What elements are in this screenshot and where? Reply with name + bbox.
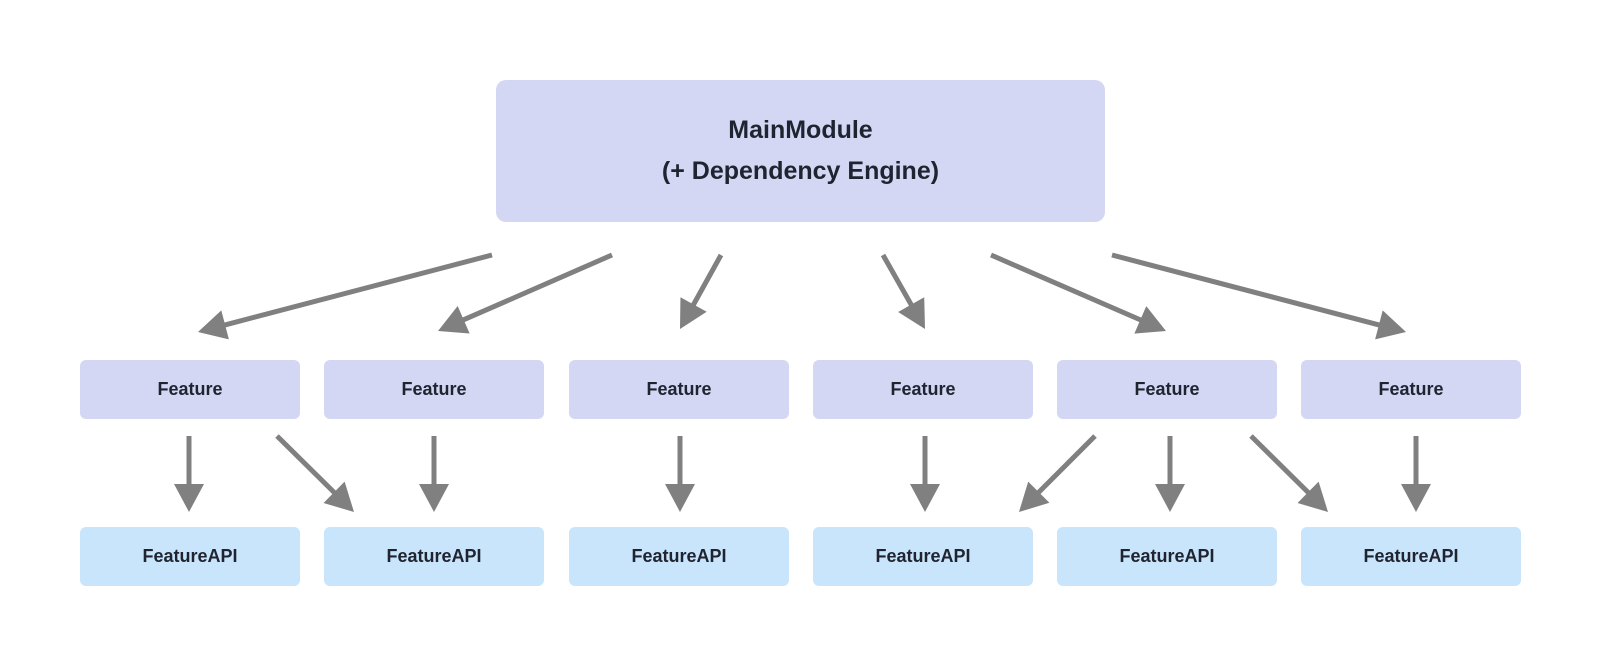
feature-api-node-2: FeatureAPI — [324, 527, 544, 586]
feature-api-label: FeatureAPI — [142, 546, 238, 566]
arrow-main-to-feature-5 — [990, 252, 1166, 334]
arrow-feature-5-to-api-4 — [1019, 434, 1097, 512]
arrow-main-to-feature-4 — [880, 253, 925, 329]
arrow-feature-4-to-api-4 — [910, 436, 940, 512]
feature-api-node-6: FeatureAPI — [1301, 527, 1521, 586]
feature-api-node-5: FeatureAPI — [1057, 527, 1277, 586]
arrowhead — [665, 484, 695, 512]
arrowhead — [1297, 481, 1328, 512]
arrow-shaft — [990, 252, 1144, 323]
arrow-main-to-feature-1 — [198, 252, 493, 340]
feature-label: Feature — [401, 379, 467, 399]
arrowhead — [174, 484, 204, 512]
main-module-subtitle: (+ Dependency Engine) — [661, 157, 940, 185]
feature-label: Feature — [1134, 379, 1200, 399]
feature-api-label: FeatureAPI — [1363, 546, 1459, 566]
arrow-main-to-feature-6 — [1111, 252, 1406, 340]
arrow-shaft — [222, 252, 493, 328]
arrow-feature-5-to-api-6 — [1249, 434, 1328, 512]
arrowhead — [1019, 481, 1050, 512]
arrowhead — [1375, 310, 1406, 340]
arrowhead — [323, 481, 354, 512]
arrowhead — [1134, 306, 1166, 334]
arrowhead — [680, 297, 707, 329]
feature-node-5: Feature — [1057, 360, 1277, 419]
main-module-node: MainModule (+ Dependency Engine) — [496, 80, 1105, 222]
feature-api-node-1: FeatureAPI — [80, 527, 300, 586]
feature-node-6: Feature — [1301, 360, 1521, 419]
arrow-feature-5-to-api-5 — [1155, 436, 1185, 512]
feature-api-node-3: FeatureAPI — [569, 527, 789, 586]
arrowhead — [898, 297, 925, 329]
arrowhead — [1155, 484, 1185, 512]
arrow-shaft — [880, 253, 915, 308]
feature-api-node-4: FeatureAPI — [813, 527, 1033, 586]
feature-node-2: Feature — [324, 360, 544, 419]
arrow-feature-2-to-api-2 — [419, 436, 449, 512]
feature-node-3: Feature — [569, 360, 789, 419]
feature-label: Feature — [646, 379, 712, 399]
arrow-shaft — [1111, 252, 1382, 328]
arrowhead — [438, 306, 470, 334]
feature-api-label: FeatureAPI — [386, 546, 482, 566]
arrow-main-to-feature-3 — [680, 253, 724, 329]
arrow-feature-3-to-api-3 — [665, 436, 695, 512]
feature-label: Feature — [1378, 379, 1444, 399]
arrow-main-to-feature-2 — [438, 252, 614, 334]
main-module-title: MainModule — [728, 116, 873, 144]
arrow-shaft — [275, 434, 338, 496]
arrow-shaft — [1249, 434, 1312, 496]
feature-label: Feature — [157, 379, 223, 399]
arrowhead — [1401, 484, 1431, 512]
arrowhead — [198, 310, 229, 340]
arrowhead — [910, 484, 940, 512]
arrow-shaft — [460, 252, 614, 323]
feature-api-label: FeatureAPI — [875, 546, 971, 566]
feature-api-label: FeatureAPI — [631, 546, 727, 566]
feature-api-label: FeatureAPI — [1119, 546, 1215, 566]
feature-node-1: Feature — [80, 360, 300, 419]
feature-node-4: Feature — [813, 360, 1033, 419]
arrow-feature-6-to-api-6 — [1401, 436, 1431, 512]
arrow-feature-1-to-api-2 — [275, 434, 354, 512]
arrowhead — [419, 484, 449, 512]
arrow-shaft — [1035, 434, 1097, 496]
arrow-feature-1-to-api-1 — [174, 436, 204, 512]
feature-label: Feature — [890, 379, 956, 399]
arrow-shaft — [690, 253, 724, 308]
